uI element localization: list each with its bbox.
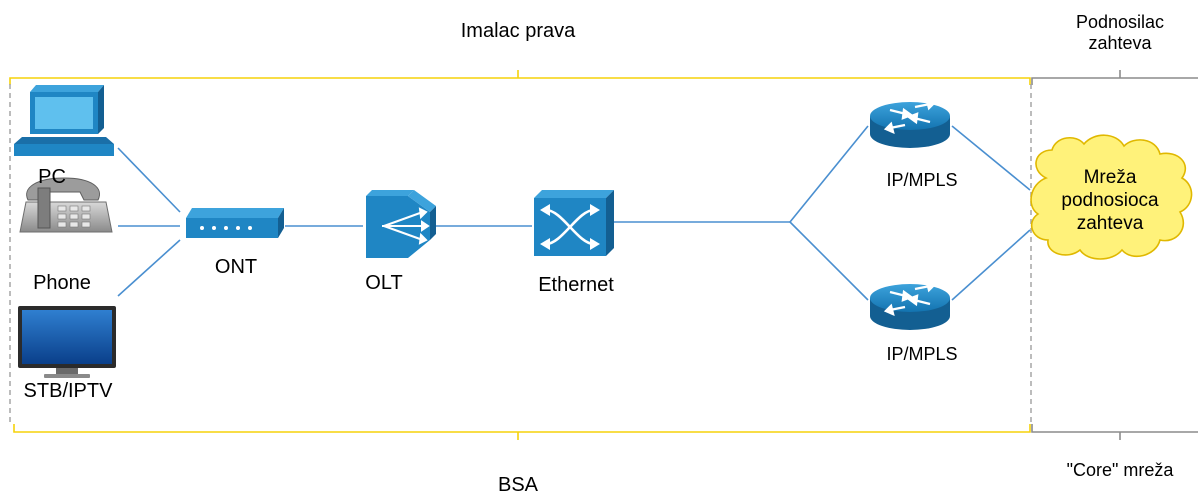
ethernet-label: Ethernet [538,274,614,296]
requester-bracket-top [1031,70,1198,85]
pc-label: PC [38,166,66,188]
cloud-label-line-3: zahteva [1076,213,1144,234]
rights-holder-bracket-top [9,70,1031,85]
core-network-label: "Core" mreža [1066,460,1174,480]
rights-holder-label: Imalac prava [460,20,576,42]
phone-label: Phone [33,272,91,294]
olt-label: OLT [365,272,403,294]
bsa-label: BSA [497,474,539,496]
stb-label: STB/IPTV [23,380,113,402]
phone-icon [19,177,113,233]
ont-icon [186,208,284,238]
cloud-label-line-1: Mreža [1083,167,1137,188]
router-bottom-icon [870,279,950,330]
router-top-icon [870,97,950,148]
cloud-label-line-2: podnosioca [1061,190,1159,211]
ont-label: ONT [214,256,258,278]
bsa-bracket-bottom [13,424,1031,440]
requester-label: Podnosilac zahteva [1070,12,1170,54]
ethernet-switch-icon [534,190,614,256]
pc-icon [14,85,114,156]
core-bracket-bottom [1031,424,1198,440]
requester-network-cloud [1030,134,1193,260]
tv-monitor-icon [18,306,116,378]
olt-icon [366,190,436,258]
cloud-label: Mreža podnosioca zahteva [1061,166,1158,235]
requester-label-text: Podnosilac zahteva [1075,12,1165,53]
network-links [117,125,1031,301]
router-bottom-label: IP/MPLS [886,344,958,364]
router-top-label: IP/MPLS [886,170,958,190]
